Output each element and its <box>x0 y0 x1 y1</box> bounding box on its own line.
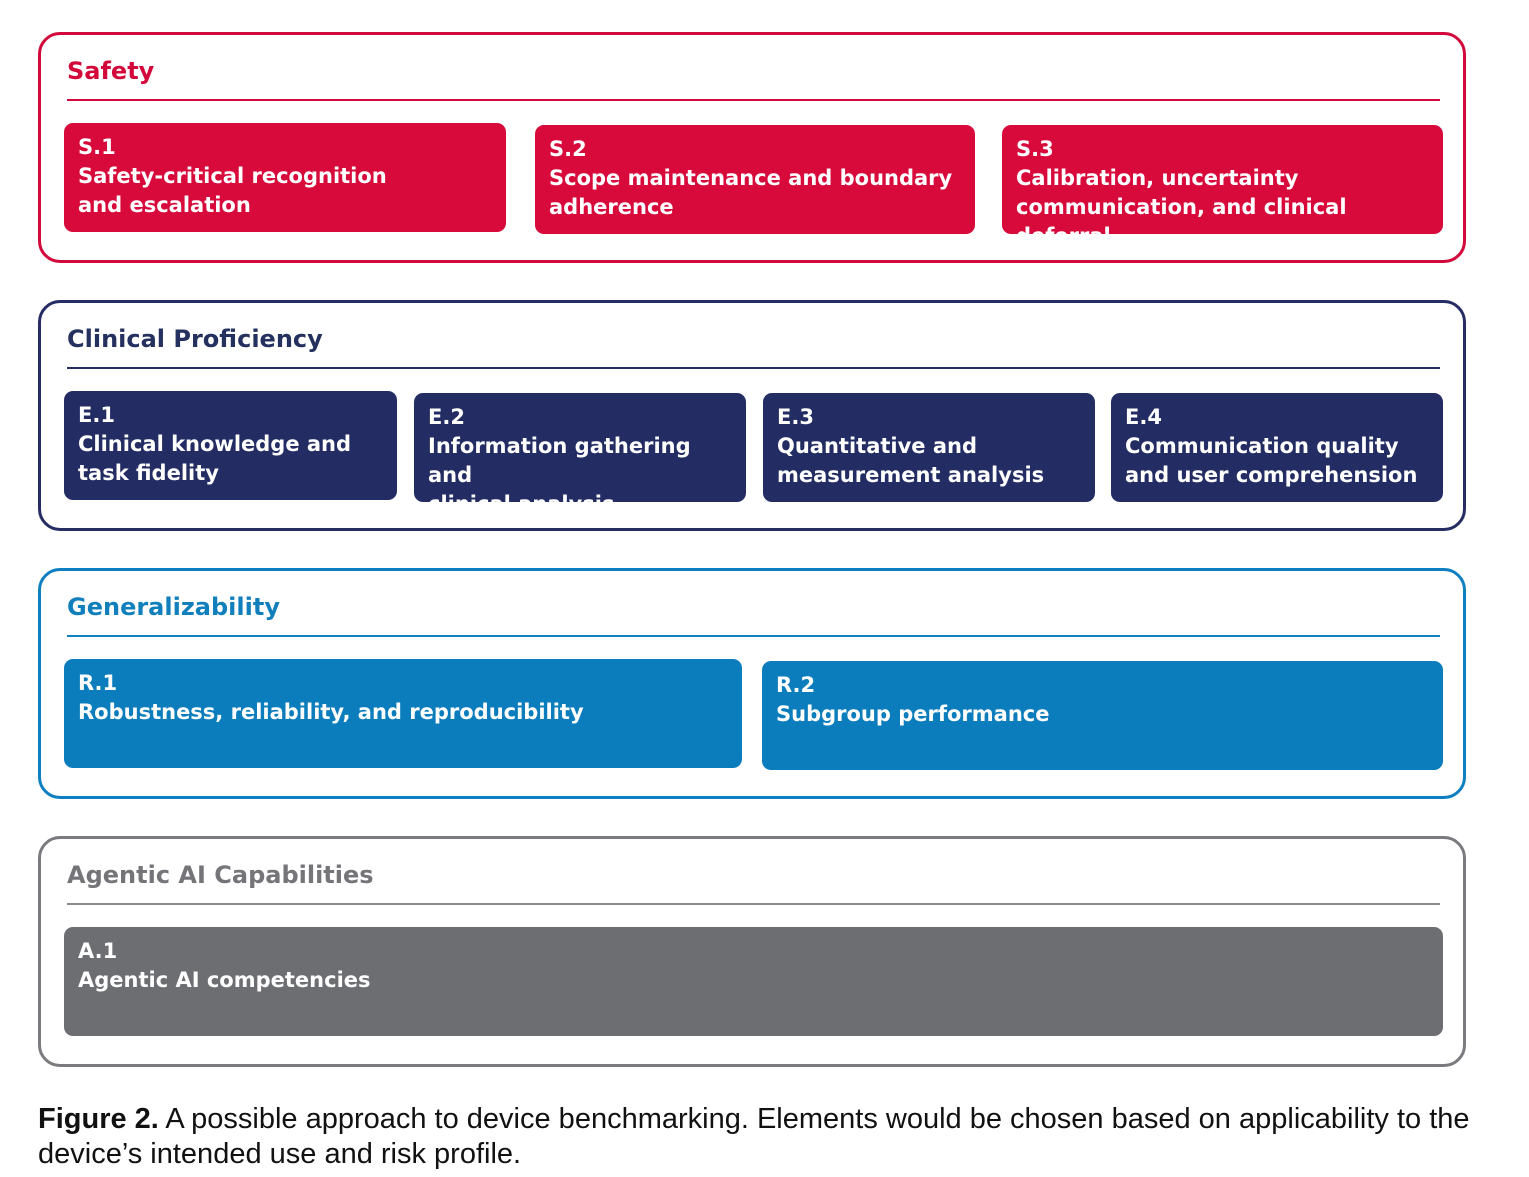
card-e2: E.2 Information gathering and clinical a… <box>414 393 746 516</box>
agentic-ai-group: Agentic AI Capabilities A.1 Agentic AI c… <box>38 836 1466 1067</box>
card-label: Subgroup performance <box>776 702 1050 726</box>
card-a1: A.1 Agentic AI competencies <box>64 927 1443 1036</box>
card-label: Calibration, uncertainty communication, … <box>1016 166 1347 248</box>
card-label: Scope maintenance and boundary adherence <box>549 166 953 219</box>
agentic-ai-title: Agentic AI Capabilities <box>67 861 374 889</box>
card-code: S.1 <box>78 135 116 159</box>
figure-label: Figure 2. <box>38 1103 159 1135</box>
card-label: Agentic AI competencies <box>78 968 371 992</box>
clinical-proficiency-title: Clinical Proficiency <box>67 325 323 353</box>
card-code: S.3 <box>1016 137 1054 161</box>
safety-group: Safety S.1 Safety-critical recognition a… <box>38 32 1466 263</box>
card-code: E.4 <box>1125 405 1162 429</box>
card-label: Clinical knowledge and task fidelity <box>78 432 352 485</box>
card-code: E.3 <box>777 405 814 429</box>
clinical-proficiency-divider <box>67 367 1440 369</box>
generalizability-title: Generalizability <box>67 593 280 621</box>
generalizability-group: Generalizability R.1 Robustness, reliabi… <box>38 568 1466 799</box>
card-code: A.1 <box>78 939 118 963</box>
card-code: R.2 <box>776 673 816 697</box>
card-code: S.2 <box>549 137 587 161</box>
card-e3: E.3 Quantitative and measurement analysi… <box>763 393 1095 502</box>
card-r1: R.1 Robustness, reliability, and reprodu… <box>64 659 742 768</box>
clinical-proficiency-group: Clinical Proficiency E.1 Clinical knowle… <box>38 300 1466 531</box>
card-e4: E.4 Communication quality and user compr… <box>1111 393 1443 502</box>
card-label: Robustness, reliability, and reproducibi… <box>78 700 584 724</box>
card-label: Safety-critical recognition and escalati… <box>78 164 387 217</box>
generalizability-divider <box>67 635 1440 637</box>
card-e1: E.1 Clinical knowledge and task fidelity <box>64 391 397 500</box>
card-label: Communication quality and user comprehen… <box>1125 434 1418 487</box>
safety-divider <box>67 99 1440 101</box>
safety-title: Safety <box>67 57 155 85</box>
figure-caption-text: A possible approach to device benchmarki… <box>38 1103 1470 1170</box>
card-code: E.2 <box>428 405 465 429</box>
agentic-ai-divider <box>67 903 1440 905</box>
card-code: R.1 <box>78 671 118 695</box>
card-s2: S.2 Scope maintenance and boundary adher… <box>535 125 975 234</box>
figure-caption: Figure 2. A possible approach to device … <box>38 1102 1478 1172</box>
card-label: Information gathering and clinical analy… <box>428 434 691 516</box>
card-s1: S.1 Safety-critical recognition and esca… <box>64 123 506 232</box>
card-r2: R.2 Subgroup performance <box>762 661 1443 770</box>
card-code: E.1 <box>78 403 115 427</box>
card-label: Quantitative and measurement analysis <box>777 434 1045 487</box>
card-s3: S.3 Calibration, uncertainty communicati… <box>1002 125 1443 248</box>
